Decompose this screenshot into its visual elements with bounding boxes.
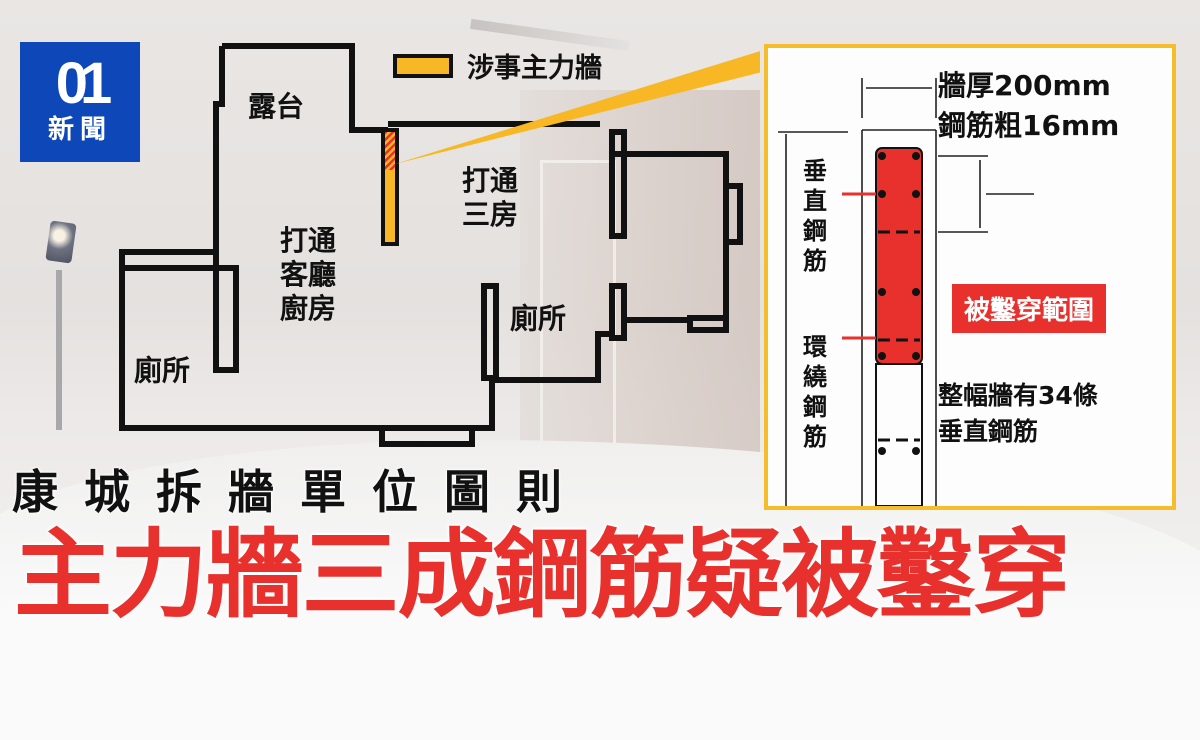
hk01-logo-icon: 01 [55, 51, 112, 116]
hk01-logo: 01 新聞 [20, 42, 140, 162]
headline: 主力牆三成鋼筋疑被鑿穿 [14, 519, 1071, 631]
total-rebar-note: 整幅牆有34條 垂直鋼筋 [938, 378, 1098, 450]
drilled-range-badge: 被鑿穿範圍 [952, 284, 1107, 333]
wall-thickness: 牆厚200mm [938, 69, 1111, 102]
legend: 涉事主力牆 [393, 46, 602, 85]
room-bedrooms: 打通 三房 [462, 164, 519, 231]
total-note-line1: 整幅牆有34條 [938, 381, 1098, 410]
vertical-rebar-label: 垂直鋼筋 [803, 157, 827, 275]
drilled-section [385, 132, 395, 170]
drilled-zone [875, 147, 923, 365]
legend-swatch [393, 53, 453, 78]
rebar-cross-section [778, 78, 1034, 506]
total-note-line2: 垂直鋼筋 [938, 417, 1039, 446]
logo-text: 新聞 [47, 115, 112, 145]
room-toilet-right: 廁所 [510, 302, 567, 335]
callout-beam [395, 51, 760, 164]
room-toilet-left: 廁所 [134, 354, 191, 387]
hoop-rebar-label: 環繞鋼筋 [803, 333, 827, 451]
room-balcony: 露台 [248, 90, 305, 123]
rebar-size: 鋼筋粗16mm [938, 109, 1120, 142]
lamp-pole [56, 270, 62, 430]
legend-label: 涉事主力牆 [467, 53, 602, 84]
wall-detail-panel: 垂直鋼筋 環繞鋼筋 牆厚200mm 鋼筋粗16mm 被鑿穿範圍 整幅牆有34條 … [764, 44, 1176, 510]
floorplan-outline [222, 43, 388, 133]
wall-specs: 牆厚200mm 鋼筋粗16mm [938, 66, 1119, 146]
room-living-kitchen: 打通 客廳 廚房 [280, 224, 337, 325]
subtitle: 康城拆牆單位圖則 [12, 465, 588, 519]
floorplan-diagram [119, 43, 760, 447]
